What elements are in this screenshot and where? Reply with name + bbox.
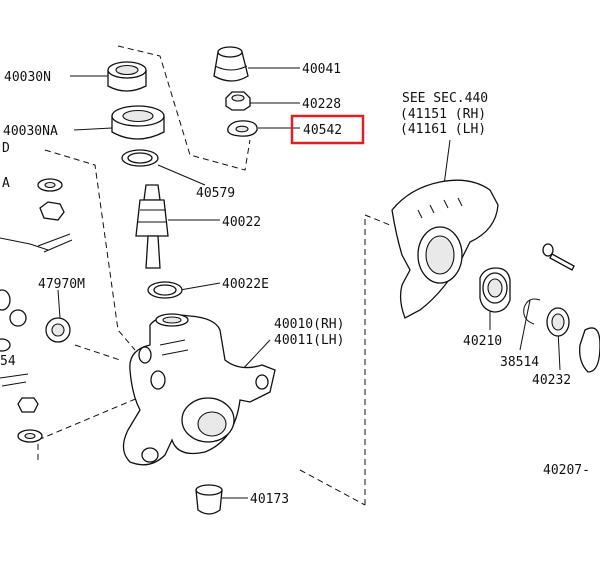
label-40542[interactable]: 40542: [303, 123, 342, 138]
label-40030N[interactable]: 40030N: [4, 70, 51, 85]
ring-40022E: [147, 281, 183, 299]
boot-40041: [213, 46, 249, 82]
label-38514[interactable]: 38514: [500, 355, 539, 370]
dashed-boundaries: [37, 45, 391, 506]
part-labels: 40030N 40030NA 40041 40228 40542 40579 4…: [0, 62, 590, 507]
label-41151-text[interactable]: 41151 (RH): [408, 107, 486, 122]
label-40010[interactable]: 40010(RH): [274, 317, 344, 332]
washer-40542: [227, 120, 258, 137]
edge-label-a: A: [2, 176, 10, 191]
label-40041[interactable]: 40041: [302, 62, 341, 77]
label-40207[interactable]: 40207-: [543, 463, 590, 478]
hub-bolt-40207: [542, 243, 600, 373]
leader-lines: [57, 67, 561, 499]
label-47970M[interactable]: 47970M: [38, 277, 85, 292]
dust-shield-41151: [391, 179, 499, 319]
highlight-box-40542: [290, 114, 365, 145]
label-40173[interactable]: 40173: [250, 492, 289, 507]
knuckle-40010: [122, 313, 276, 466]
label-40232[interactable]: 40232: [532, 373, 571, 388]
label-40210[interactable]: 40210: [463, 334, 502, 349]
label-40030NA[interactable]: 40030NA: [3, 124, 58, 139]
label-40579[interactable]: 40579: [196, 186, 235, 201]
snap-ring-38514: [523, 298, 541, 325]
ball-joint-40022: [135, 184, 169, 269]
nut-40228: [225, 91, 251, 111]
bushing-40173: [195, 484, 223, 515]
bearing-40030NA: [111, 105, 165, 140]
bearing-40030N: [107, 61, 147, 92]
left-edge-parts: [0, 178, 73, 443]
edge-label-d: D: [2, 141, 10, 156]
label-40022[interactable]: 40022: [222, 215, 261, 230]
label-40011[interactable]: 40011(LH): [274, 333, 344, 348]
label-41161-text[interactable]: 41161 (LH): [408, 122, 486, 137]
label-40228[interactable]: 40228: [302, 97, 341, 112]
label-41151: (41151 (RH): [400, 107, 486, 122]
see-sec-reference[interactable]: SEE SEC.440: [402, 91, 488, 106]
edge-label-54: 54: [0, 354, 16, 369]
label-41161: (41161 (LH): [400, 122, 486, 137]
label-40022E[interactable]: 40022E: [222, 277, 269, 292]
hub-bearing-40210: [479, 267, 511, 313]
seal-40232: [546, 307, 570, 337]
seal-40579: [121, 149, 159, 167]
